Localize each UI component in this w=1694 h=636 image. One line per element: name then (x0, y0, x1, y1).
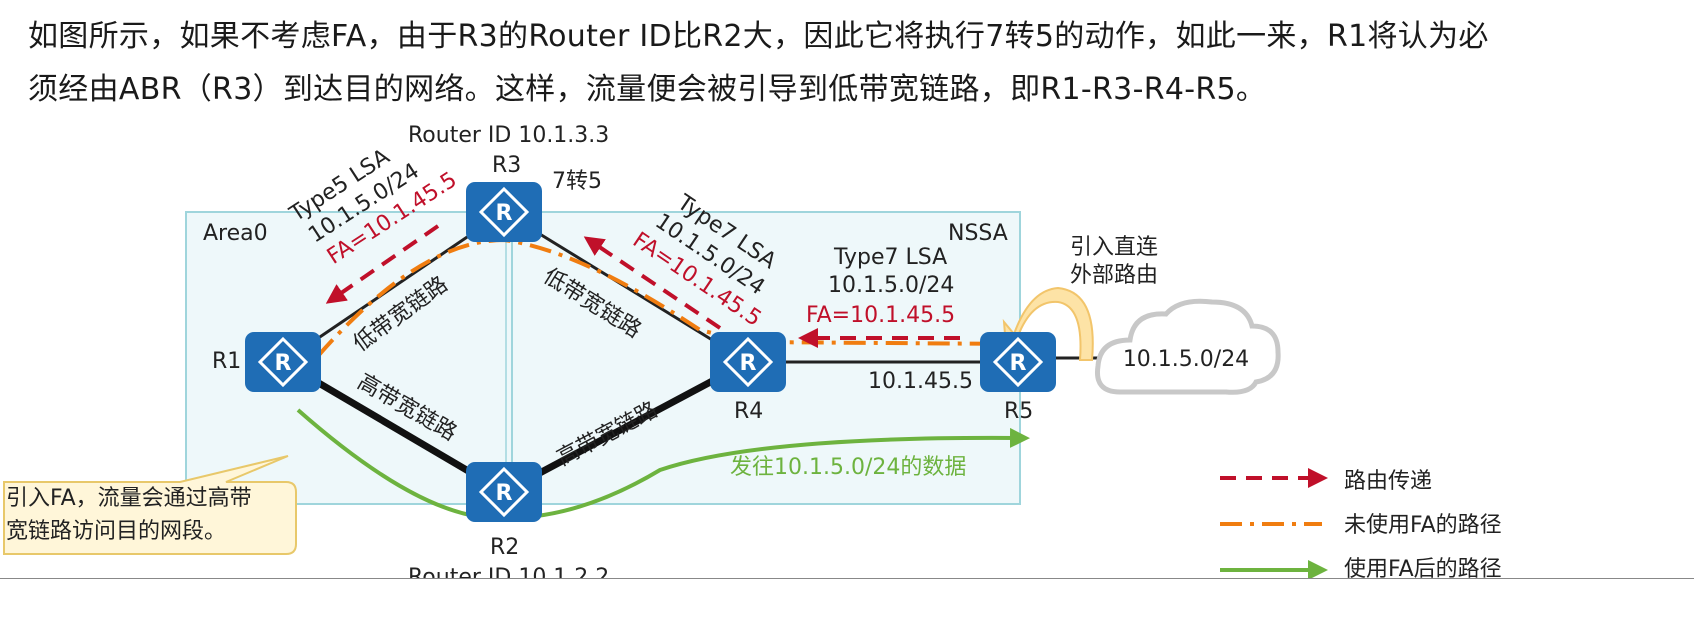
r3-router-id: Router ID 10.1.3.3 (408, 123, 609, 148)
area0-label: Area0 (203, 221, 268, 246)
link-r2-r4 (502, 358, 750, 496)
router-r5-icon[interactable] (978, 330, 1058, 394)
router-r5-label: R5 (1004, 399, 1033, 424)
link-r4-r5-address: 10.1.45.5 (868, 369, 973, 394)
paragraph-line-1: 如图所示，如果不考虑FA，由于R3的Router ID比R2大，因此它将执行7转… (28, 19, 1489, 54)
r3-action-label: 7转5 (552, 169, 602, 194)
bottom-divider (0, 578, 1694, 579)
type7-r4-prefix: 10.1.5.0/24 (828, 273, 954, 298)
router-r2-icon[interactable] (464, 460, 544, 524)
router-r1-icon[interactable] (243, 330, 323, 394)
callout-line-2: 宽链路访问目的网段。 (6, 519, 227, 544)
router-r3-icon[interactable] (464, 180, 544, 244)
callout-line-1: 引入FA，流量会通过高带 (6, 486, 252, 511)
flow-label: 发往10.1.5.0/24的数据 (730, 455, 966, 480)
callout-bubble (3, 455, 297, 555)
external-cloud-icon (1094, 298, 1281, 395)
legend: 路由传递 未使用FA的路径 使用FA后的路径 (1220, 468, 1502, 582)
router-r2-label: R2 (490, 535, 519, 560)
nssa-label: NSSA (948, 221, 1008, 246)
legend-label-no-fa: 未使用FA的路径 (1344, 513, 1502, 538)
legend-label-with-fa: 使用FA后的路径 (1344, 557, 1502, 582)
bottom-cut (0, 579, 1694, 636)
area0-box (185, 211, 513, 505)
cloud-network-label: 10.1.5.0/24 (1123, 347, 1249, 372)
fa-callout: 引入FA，流量会通过高带 宽链路访问目的网段。 (0, 476, 298, 552)
path-with-fa (296, 408, 1030, 520)
router-r4-icon[interactable] (708, 330, 788, 394)
route-r3-to-r1 (325, 224, 440, 304)
external-note-line2: 外部路由 (1070, 263, 1158, 288)
legend-label-route: 路由传递 (1344, 469, 1432, 494)
router-r1-label: R1 (212, 349, 241, 374)
type7-r4-title: Type7 LSA (833, 245, 947, 270)
router-r3-label: R3 (492, 153, 521, 178)
type7-r4-fa: FA=10.1.45.5 (806, 303, 955, 328)
router-r4-label: R4 (734, 399, 763, 424)
paragraph-line-2: 须经由ABR（R3）到达目的网络。这样，流量便会被引导到低带宽链路，即R1-R3… (28, 72, 1267, 107)
intro-paragraph: 如图所示，如果不考虑FA，由于R3的Router ID比R2大，因此它将执行7转… (28, 10, 1668, 116)
external-note-line1: 引入直连 (1070, 235, 1158, 260)
